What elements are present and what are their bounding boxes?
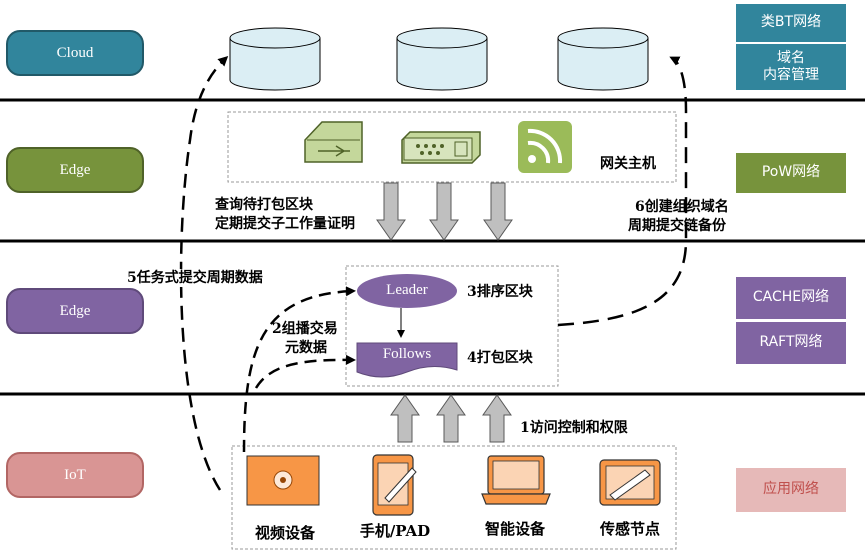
- backup-chain-label: 周期提交链备份: [628, 218, 726, 234]
- layer-edge-top: Edge: [6, 147, 144, 193]
- submit-pow-label: 定期提交子工作量证明: [215, 216, 355, 232]
- flow-arrow-create-domain: [557, 56, 688, 327]
- pack-block-label: 4打包区块: [467, 350, 533, 366]
- gateway-container: [227, 111, 677, 183]
- create-domain-label: 6创建组织域名: [635, 199, 729, 215]
- bt-network-box: 类BT网络: [736, 4, 846, 42]
- tablet-icon: [372, 454, 417, 516]
- cache-network-box: CACHE网络: [736, 277, 846, 319]
- rss-feed-icon: [518, 121, 572, 173]
- layer-iot: IoT: [6, 452, 144, 498]
- sensor-node-icon: [599, 459, 661, 506]
- device-label-video: 视频设备: [254, 524, 315, 542]
- pow-network-box: PoW网络: [736, 153, 846, 193]
- leader-label: Leader: [386, 282, 428, 298]
- up-arrow-icon: [390, 394, 420, 443]
- down-arrow-icon: [376, 182, 406, 241]
- video-device-icon: [246, 455, 320, 506]
- follows-label: Follows: [382, 346, 432, 362]
- layer-cloud: Cloud: [6, 30, 144, 76]
- storage-cylinder-2-icon: [396, 27, 488, 91]
- query-pack-label: 查询待打包区块: [215, 197, 313, 213]
- storage-cylinder-3-icon: [557, 27, 649, 91]
- switch-icon: [304, 121, 363, 163]
- app-network-box: 应用网络: [736, 468, 846, 512]
- access-control-label: 1访问控制和权限: [520, 420, 628, 436]
- flow-arrow-periodic-submit: [179, 55, 229, 491]
- domain-management-box: 域名 内容管理: [736, 44, 846, 90]
- storage-cylinder-1-icon: [229, 27, 321, 91]
- follows-node: [356, 342, 458, 378]
- router-icon: [401, 131, 481, 164]
- up-arrow-icon: [482, 394, 512, 443]
- iot-device-container: [231, 445, 677, 550]
- down-arrow-icon: [429, 182, 459, 241]
- flow-arrow-multicast-follows: [254, 354, 356, 389]
- leader-node: [357, 274, 457, 308]
- device-label-tablet: 手机/PAD: [359, 522, 431, 540]
- periodic-submit-label: 5任务式提交周期数据: [127, 269, 263, 288]
- gateway-label: 网关主机: [600, 156, 656, 172]
- multicast-label-2: 元数据: [285, 340, 327, 356]
- laptop-icon: [481, 455, 551, 505]
- down-arrow-icon: [483, 182, 513, 241]
- consensus-container: [345, 265, 559, 387]
- flow-arrow-multicast-leader: [242, 286, 356, 453]
- multicast-label-1: 2组播交易: [272, 321, 338, 337]
- raft-network-box: RAFT网络: [736, 322, 846, 364]
- sort-block-label: 3排序区块: [467, 284, 533, 300]
- up-arrow-icon: [436, 394, 466, 443]
- device-label-sensor: 传感节点: [599, 520, 660, 538]
- layer-edge-mid: Edge: [6, 288, 144, 334]
- device-label-smart: 智能设备: [484, 520, 545, 538]
